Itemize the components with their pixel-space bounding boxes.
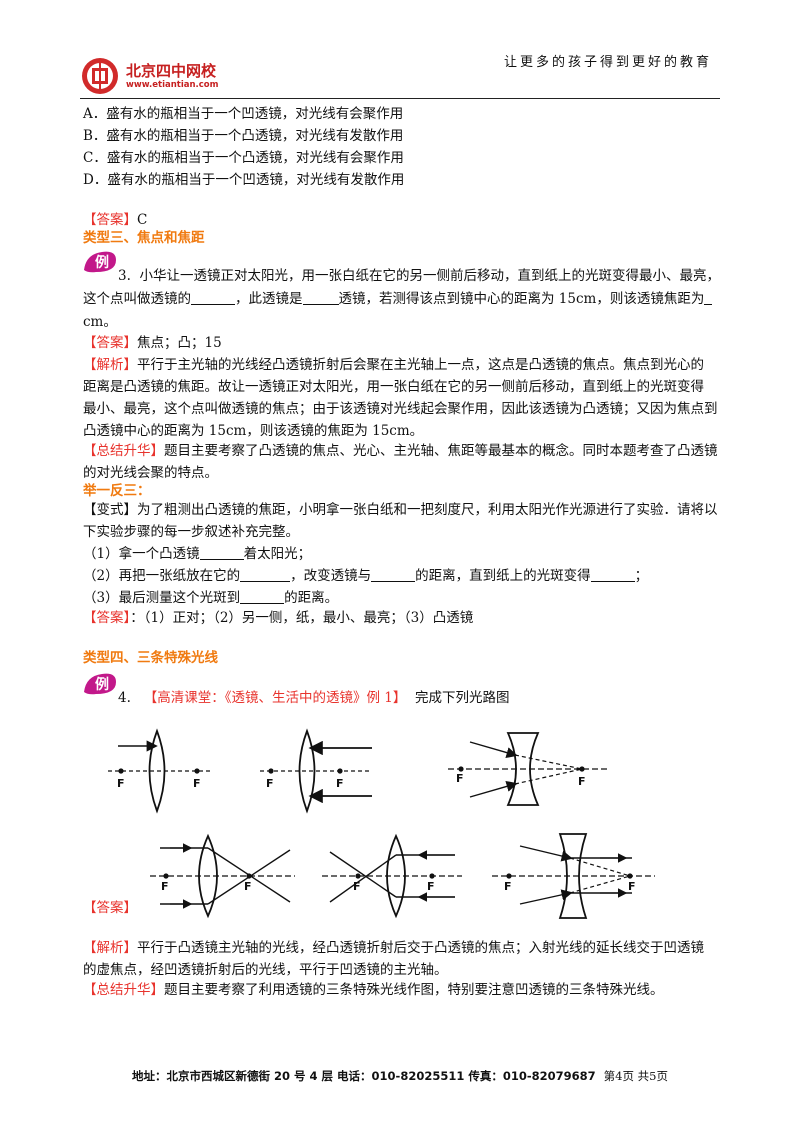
q3-answer: 【答案】焦点；凸；15 <box>83 335 222 351</box>
q3-analysis-3: 最小、最亮，这个点叫做透镜的焦点；由于该透镜对光线起会聚作用，因此该透镜为凸透镜… <box>83 401 718 417</box>
q4-line: 4. 【高清课堂：《透镜、生活中的透镜》例 1】 完成下列光路图 <box>118 690 510 706</box>
focus-label: F <box>336 777 344 790</box>
q3-analysis-2: 距离是凸透镜的焦距。故让一透镜正对太阳光，用一张白纸在它的另一侧前后移动，直到纸… <box>83 379 704 395</box>
diagram-answer-concave <box>492 833 655 919</box>
focus-label: F <box>427 880 435 893</box>
variant-step-3: （3）最后测量这个光斑到的距离。 <box>83 590 339 606</box>
focus-label: F <box>193 777 201 790</box>
footer: 地址：北京市西城区新德街 20 号 4 层 电话：010-82025511 传真… <box>132 1069 668 1083</box>
section-title-4: 类型四、三条特殊光线 <box>83 650 218 666</box>
q4-answer: 【答案】 <box>83 900 137 916</box>
header-slogan: 让更多的孩子得到更好的教育 <box>503 55 712 70</box>
diagram-answer-convex-2 <box>322 833 462 919</box>
focus-label: F <box>266 777 274 790</box>
variant-heading: 举一反三： <box>83 483 151 499</box>
variant-step-2: （2）再把一张纸放在它的，改变透镜与的距离，直到纸上的光斑变得； <box>83 568 649 584</box>
variant-step-1: （1）拿一个凸透镜着太阳光； <box>83 546 312 562</box>
q4-summary: 【总结升华】题目主要考察了利用透镜的三条特殊光线作图，特别要注意凹透镜的三条特殊… <box>83 982 664 998</box>
q4-analysis-2: 的虚焦点，经凹透镜折射后的光线，平行于凹透镜的主光轴。 <box>83 962 448 978</box>
header-rule <box>80 98 720 99</box>
variant-intro-1: 【变式】为了粗测出凸透镜的焦距，小明拿一张白纸和一把刻度尺，利用太阳光作光源进行… <box>83 502 718 518</box>
example-badge: 例 <box>82 672 118 700</box>
q3-summary-2: 的对光线会聚的特点。 <box>83 465 218 481</box>
q3-analysis-4: 凸透镜中心的距离为 15cm，则该透镜的焦距为 15cm。 <box>83 423 424 439</box>
option-c: C．盛有水的瓶相当于一个凸透镜，对光线有会聚作用 <box>83 150 404 166</box>
variant-answer: 【答案】：（1）正对；（2）另一侧，纸，最小、最亮；（3）凸透镜 <box>83 610 474 626</box>
focus-label: F <box>628 880 636 893</box>
q3-line1: 3. 小华让一透镜正对太阳光，用一张白纸在它的另一侧前后移动，直到纸上的光斑变得… <box>118 268 720 284</box>
option-d: D．盛有水的瓶相当于一个凹透镜，对光线有发散作用 <box>83 172 405 188</box>
logo <box>80 56 122 96</box>
q3-line2: 这个点叫做透镜的，此透镜是透镜，若测得该点到镜中心的距离为 15cm，则该透镜焦… <box>83 289 713 309</box>
section-title-3: 类型三、焦点和焦距 <box>83 230 205 246</box>
q2-answer: 【答案】C <box>83 212 148 228</box>
focus-label: F <box>161 880 169 893</box>
q3-summary-1: 【总结升华】题目主要考察了凸透镜的焦点、光心、主光轴、焦距等最基本的概念。同时本… <box>83 443 718 459</box>
diagram-convex-1 <box>108 728 210 814</box>
focus-label: F <box>456 772 464 785</box>
svg-text:例: 例 <box>95 676 109 693</box>
diagram-answer-convex-1 <box>150 833 295 919</box>
logo-text: 北京四中网校 <box>126 62 217 80</box>
q4-analysis-1: 【解析】平行于凸透镜主光轴的光线，经凸透镜折射后交于凸透镜的焦点；入射光线的延长… <box>83 940 704 956</box>
focus-label: F <box>578 775 586 788</box>
variant-intro-2: 下实验步骤的每一步叙述补充完整。 <box>83 524 299 540</box>
q3-analysis-1: 【解析】平行于主光轴的光线经凸透镜折射后会聚在主光轴上一点，这点是凸透镜的焦点。… <box>83 357 704 373</box>
focus-label: F <box>244 880 252 893</box>
focus-label: F <box>117 777 125 790</box>
diagram-convex-2 <box>260 728 372 814</box>
q3-line3: cm。 <box>83 314 117 330</box>
example-badge: 例 <box>82 250 118 278</box>
option-a: A．盛有水的瓶相当于一个凹透镜，对光线有会聚作用 <box>83 106 404 122</box>
diagram-concave-1 <box>448 732 610 806</box>
option-b: B．盛有水的瓶相当于一个凸透镜，对光线有发散作用 <box>83 128 404 144</box>
svg-text:例: 例 <box>95 254 109 271</box>
focus-label: F <box>504 880 512 893</box>
logo-url: www.etiantian.com <box>126 80 219 90</box>
focus-label: F <box>353 880 361 893</box>
